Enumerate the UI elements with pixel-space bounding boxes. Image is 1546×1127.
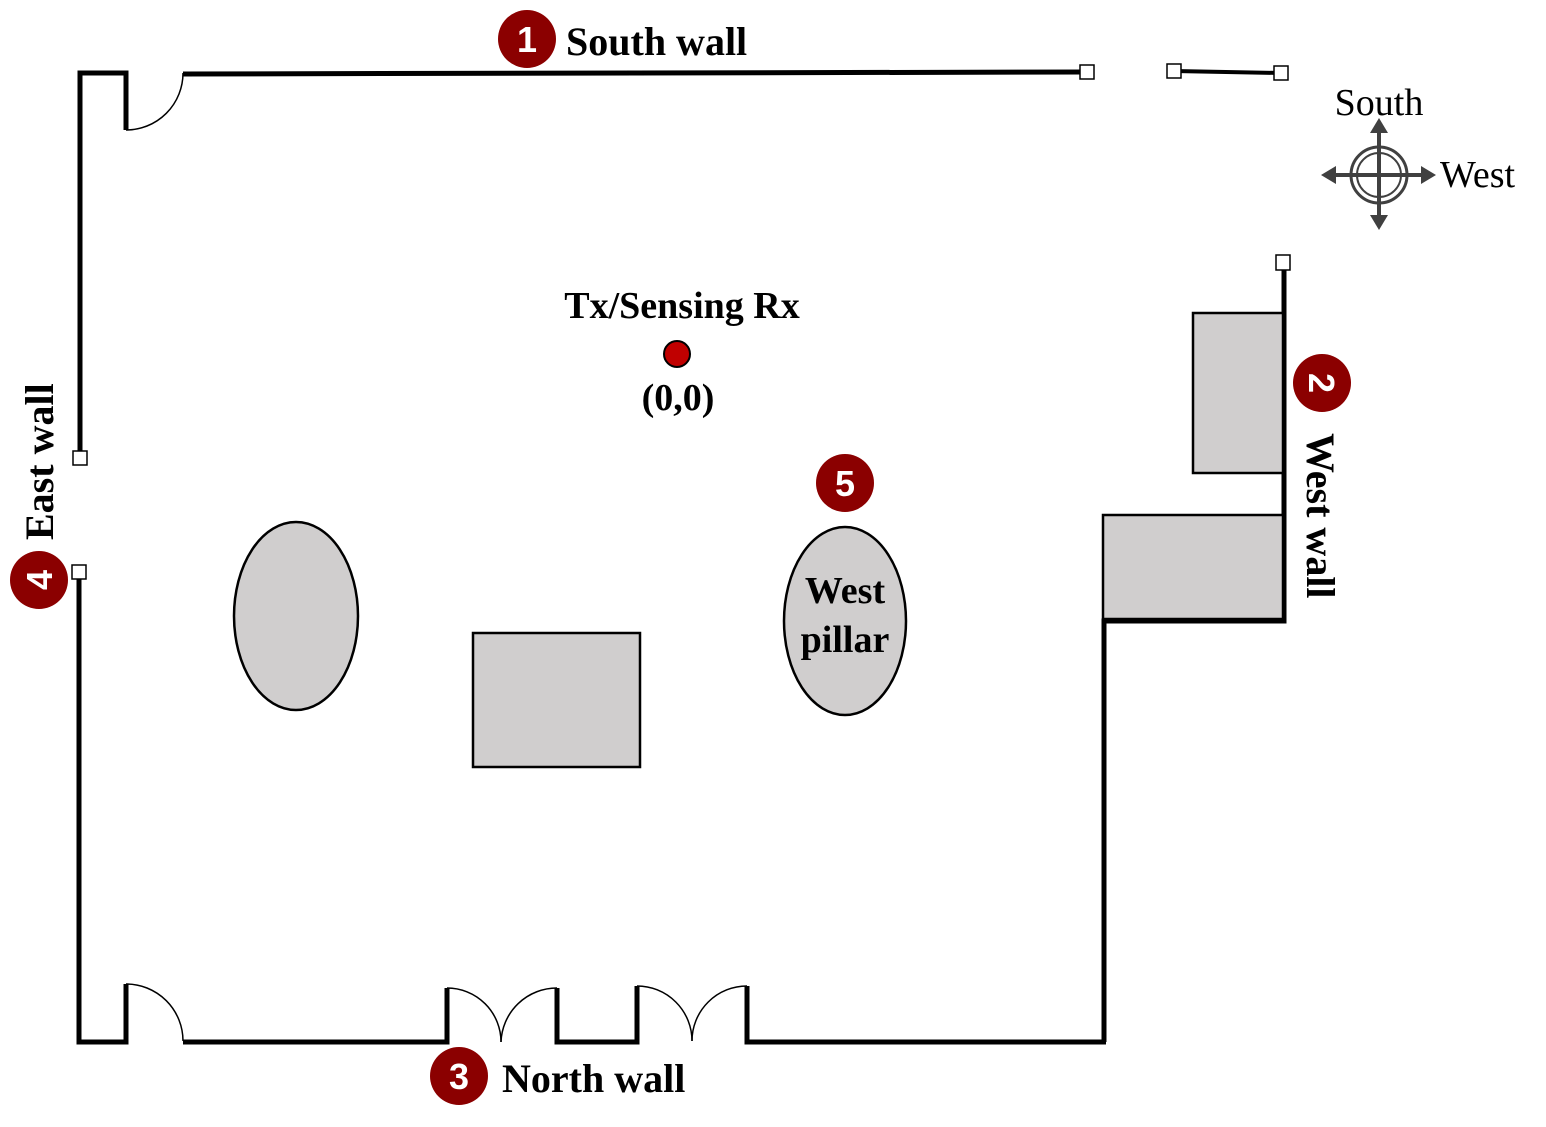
wall-end-marker — [72, 450, 88, 466]
badge-4 — [10, 551, 68, 609]
door-swing-icon — [125, 983, 184, 1042]
badge-1-number: 1 — [517, 19, 537, 60]
west-wall-label: West wall — [1298, 433, 1343, 599]
badge-5-number: 5 — [835, 463, 855, 504]
door-swing-icon — [691, 985, 748, 1042]
east-pillar — [232, 520, 360, 712]
compass-south-label: South — [1335, 82, 1424, 124]
south-wall-label: South wall — [566, 19, 747, 64]
tx-label: Tx/Sensing Rx — [564, 285, 799, 327]
compass-icon — [1321, 118, 1436, 230]
origin-label: (0,0) — [642, 377, 715, 419]
badge-4-number: 4 — [19, 570, 60, 590]
south-wall — [77, 63, 1289, 458]
badge-1 — [498, 10, 556, 68]
badge-2-number: 2 — [1301, 373, 1342, 393]
west-pillar — [782, 525, 908, 717]
wall-end-marker — [1273, 65, 1289, 81]
east-wall — [71, 450, 129, 1045]
wall-end-marker — [71, 564, 87, 580]
badge-3 — [430, 1047, 488, 1105]
cabinet-upper — [1191, 311, 1285, 475]
door-swing-icon — [500, 987, 558, 1043]
tx-marker — [663, 340, 691, 368]
north-wall-label: North wall — [502, 1056, 685, 1101]
door-swing-icon — [125, 72, 184, 131]
door-swing-icon — [446, 987, 502, 1043]
badge-3-number: 3 — [449, 1056, 469, 1097]
east-wall-label: East wall — [17, 383, 62, 540]
wall-end-marker — [1275, 254, 1291, 271]
door-swing-icon — [636, 985, 693, 1042]
wall-end-marker — [1166, 63, 1182, 79]
cabinet-lower — [1101, 513, 1285, 621]
compass-west-label: West — [1440, 154, 1515, 196]
west-pillar-label-line2: pillar — [801, 619, 890, 661]
badge-5 — [816, 454, 874, 512]
table — [471, 631, 642, 769]
wall-end-marker — [1079, 64, 1095, 80]
north-wall — [125, 983, 1106, 1045]
badge-2 — [1293, 354, 1351, 412]
west-pillar-label-line1: West — [805, 570, 886, 612]
